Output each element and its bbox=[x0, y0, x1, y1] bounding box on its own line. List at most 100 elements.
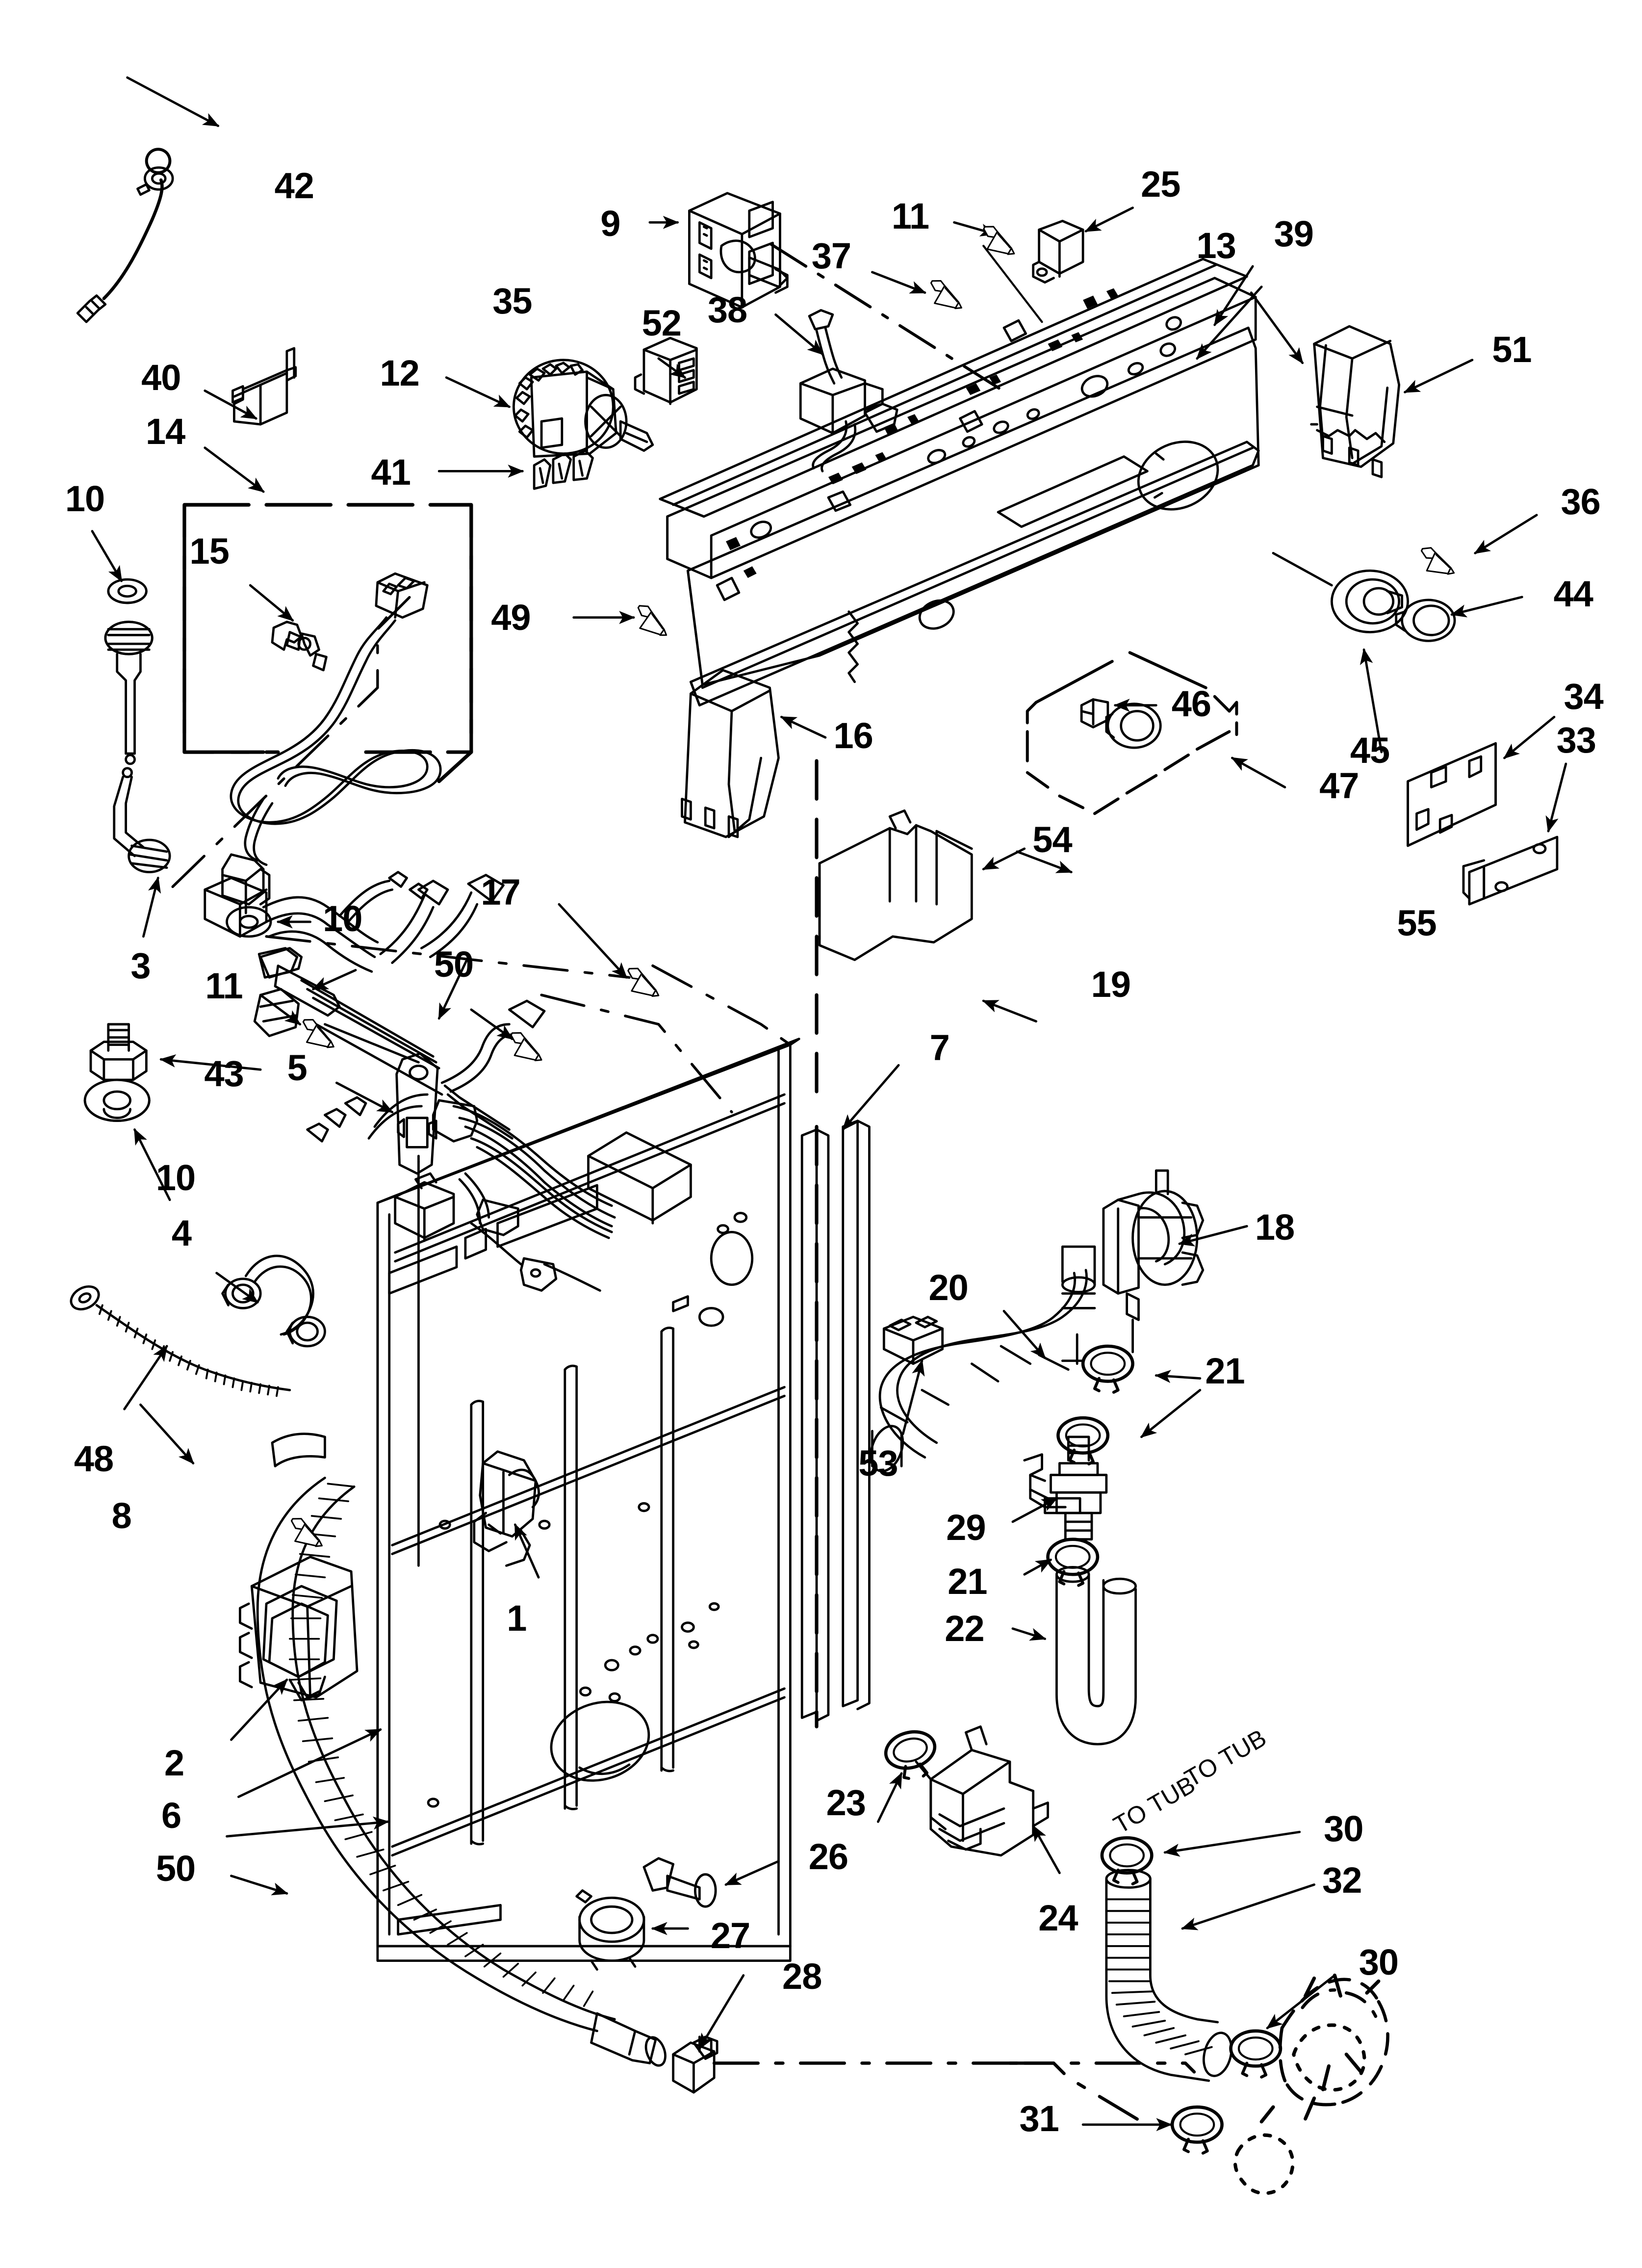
part-callout-20[interactable]: 20 bbox=[928, 1267, 968, 1308]
part-24-air-dome bbox=[915, 1725, 1049, 1857]
part-callout-46[interactable]: 46 bbox=[1171, 683, 1211, 724]
part-2-side-bracket bbox=[238, 1556, 359, 1702]
part-callout-53[interactable]: 53 bbox=[858, 1442, 898, 1484]
part-callout-48[interactable]: 48 bbox=[74, 1438, 114, 1479]
part-callout-25[interactable]: 25 bbox=[1141, 163, 1180, 205]
part-callout-50[interactable]: 50 bbox=[434, 943, 474, 985]
part-callout-8[interactable]: 8 bbox=[111, 1495, 132, 1536]
part-callout-32[interactable]: 32 bbox=[1322, 1859, 1362, 1901]
part-26-clip bbox=[642, 1857, 717, 1908]
part-callout-34[interactable]: 34 bbox=[1564, 676, 1603, 717]
part-8-drain-hose bbox=[256, 1433, 667, 2067]
part-callout-51[interactable]: 51 bbox=[1492, 329, 1532, 370]
part-callout-15[interactable]: 15 bbox=[189, 531, 230, 572]
part-45-knob bbox=[1272, 552, 1409, 633]
part-callout-36[interactable]: 36 bbox=[1561, 481, 1601, 522]
part-callout-45[interactable]: 45 bbox=[1350, 730, 1390, 771]
part-callout-21[interactable]: 21 bbox=[948, 1561, 987, 1602]
part-callout-39[interactable]: 39 bbox=[1274, 213, 1314, 255]
part-6-cabinet bbox=[376, 1038, 800, 1962]
part-9-temperature-switch bbox=[688, 192, 789, 309]
part-callout-14[interactable]: 14 bbox=[146, 411, 185, 452]
part-callout-1[interactable]: 1 bbox=[507, 1597, 527, 1639]
part-callout-49[interactable]: 49 bbox=[491, 597, 531, 638]
part-callout-22[interactable]: 22 bbox=[945, 1608, 984, 1649]
part-callout-16[interactable]: 16 bbox=[833, 715, 873, 756]
part-callout-29[interactable]: 29 bbox=[946, 1507, 986, 1548]
part-38-transformer bbox=[799, 309, 898, 472]
part-41-knob-clip bbox=[533, 449, 594, 490]
part-7-trim-strips bbox=[800, 1120, 871, 1722]
part-callout-11[interactable]: 11 bbox=[891, 196, 929, 237]
part-callout-44[interactable]: 44 bbox=[1553, 573, 1593, 614]
part-29-pressure-valve bbox=[1023, 1435, 1108, 1541]
part-54-console-filler bbox=[818, 809, 973, 961]
part-callout-19[interactable]: 19 bbox=[1091, 964, 1131, 1005]
part-callout-28[interactable]: 28 bbox=[782, 1956, 822, 1997]
part-34-mounting-bracket bbox=[1407, 742, 1497, 847]
part-44-knob-insert bbox=[1395, 599, 1456, 642]
part-callout-10[interactable]: 10 bbox=[65, 478, 105, 520]
part-callout-21[interactable]: 21 bbox=[1205, 1350, 1245, 1391]
part-callout-6[interactable]: 6 bbox=[161, 1795, 181, 1836]
part-callout-31[interactable]: 31 bbox=[1019, 2098, 1059, 2139]
part-callout-18[interactable]: 18 bbox=[1255, 1207, 1295, 1248]
part-callout-50[interactable]: 50 bbox=[155, 1848, 196, 1889]
part-callout-33[interactable]: 33 bbox=[1556, 720, 1596, 761]
part-32-tub-hose bbox=[1105, 1869, 1233, 2082]
part-callout-10[interactable]: 10 bbox=[155, 1157, 196, 1198]
part-49-power-cord bbox=[221, 572, 442, 914]
part-53-connector bbox=[882, 1315, 944, 1365]
part-callout-35[interactable]: 35 bbox=[492, 281, 532, 322]
part-callout-43[interactable]: 43 bbox=[204, 1053, 244, 1095]
part-callout-40[interactable]: 40 bbox=[141, 357, 181, 398]
part-callout-7[interactable]: 7 bbox=[929, 1027, 950, 1068]
part-callout-9[interactable]: 9 bbox=[600, 203, 620, 244]
part-callout-30[interactable]: 30 bbox=[1359, 1941, 1399, 1982]
part-12-timer-motor bbox=[512, 359, 654, 458]
part-10-washer bbox=[83, 1078, 151, 1122]
part-3-water-inlet-tube bbox=[104, 578, 171, 874]
part-46-small-knob bbox=[1080, 698, 1162, 749]
part-callout-4[interactable]: 4 bbox=[171, 1213, 192, 1254]
part-callout-30[interactable]: 30 bbox=[1324, 1808, 1363, 1850]
part-4-hose-retainer bbox=[221, 1254, 326, 1348]
part-callout-13[interactable]: 13 bbox=[1196, 225, 1236, 266]
part-43-leveling-bolt bbox=[89, 1023, 148, 1081]
part-callout-42[interactable]: 42 bbox=[274, 165, 314, 206]
part-33-strap-bracket bbox=[1462, 835, 1559, 906]
part-callout-5[interactable]: 5 bbox=[287, 1047, 308, 1089]
part-callout-38[interactable]: 38 bbox=[707, 289, 747, 331]
part-10-washer-mid bbox=[226, 906, 272, 938]
part-51-right-endcap bbox=[1310, 325, 1401, 478]
part-20-fill-hose bbox=[870, 1245, 1096, 1473]
part-callout-11[interactable]: 11 bbox=[205, 965, 243, 1007]
part-callout-24[interactable]: 24 bbox=[1038, 1898, 1078, 1939]
phantom-tub-outline bbox=[1278, 1978, 1389, 2107]
part-callout-3[interactable]: 3 bbox=[130, 945, 151, 986]
part-callout-55[interactable]: 55 bbox=[1397, 903, 1437, 943]
part-22-drain-hose-short bbox=[1055, 1565, 1137, 1746]
part-callout-23[interactable]: 23 bbox=[826, 1782, 866, 1823]
part-callout-17[interactable]: 17 bbox=[481, 872, 520, 913]
part-callout-47[interactable]: 47 bbox=[1319, 765, 1359, 806]
part-13-console-panel bbox=[659, 258, 1260, 706]
part-callout-27[interactable]: 27 bbox=[710, 1915, 750, 1956]
part-callout-52[interactable]: 52 bbox=[641, 303, 682, 344]
part-16-left-endcap bbox=[681, 669, 780, 838]
part-48-tie-strap bbox=[70, 1285, 291, 1397]
part-callout-54[interactable]: 54 bbox=[1032, 819, 1072, 860]
part-callout-41[interactable]: 41 bbox=[371, 452, 411, 493]
part-callout-2[interactable]: 2 bbox=[164, 1743, 184, 1783]
part-15-wire-clip bbox=[271, 621, 328, 672]
part-callout-10[interactable]: 10 bbox=[323, 898, 362, 939]
part-callout-12[interactable]: 12 bbox=[380, 352, 419, 393]
part-52-connector-block bbox=[634, 337, 698, 405]
part-callout-26[interactable]: 26 bbox=[808, 1836, 848, 1877]
part-40-bracket bbox=[231, 347, 297, 426]
part-callout-37[interactable]: 37 bbox=[811, 235, 851, 276]
part-27-hose-clamp bbox=[575, 1889, 645, 1971]
